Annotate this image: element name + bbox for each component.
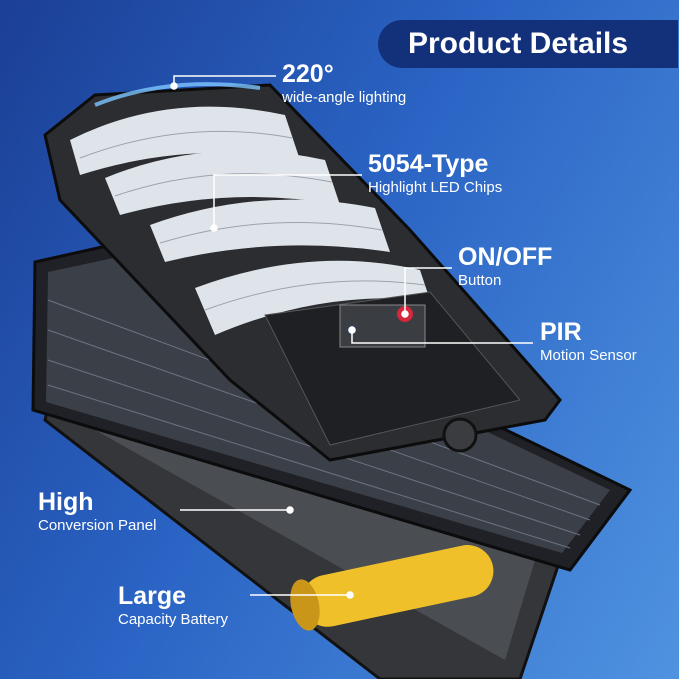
feature-sub: Conversion Panel bbox=[38, 517, 157, 534]
feature-heading: High bbox=[38, 488, 94, 516]
feature-pir: PIR Motion Sensor bbox=[540, 318, 637, 366]
feature-heading: Large bbox=[118, 582, 187, 610]
page-title: Product Details bbox=[378, 20, 678, 68]
feature-sub: Capacity Battery bbox=[118, 611, 229, 628]
feature-wide-angle: 220° wide-angle lighting bbox=[282, 60, 406, 108]
feature-heading: 5054-Type bbox=[368, 150, 489, 178]
feature-battery: Large Capacity Battery bbox=[118, 582, 228, 630]
lamp-front bbox=[43, 83, 562, 462]
feature-heading: ON/OFF bbox=[458, 243, 553, 271]
feature-led-chips: 5054-Type Highlight LED Chips bbox=[368, 150, 502, 198]
feature-sub: Button bbox=[458, 272, 502, 289]
feature-heading: PIR bbox=[540, 318, 582, 346]
feature-panel: High Conversion Panel bbox=[38, 488, 156, 536]
battery bbox=[290, 545, 494, 631]
feature-heading: 220° bbox=[282, 60, 334, 88]
feature-sub: Motion Sensor bbox=[540, 347, 637, 364]
leader-lines bbox=[170, 75, 533, 599]
feature-sub: wide-angle lighting bbox=[282, 89, 407, 106]
feature-sub: Highlight LED Chips bbox=[368, 179, 503, 196]
feature-on-off: ON/OFF Button bbox=[458, 243, 552, 291]
